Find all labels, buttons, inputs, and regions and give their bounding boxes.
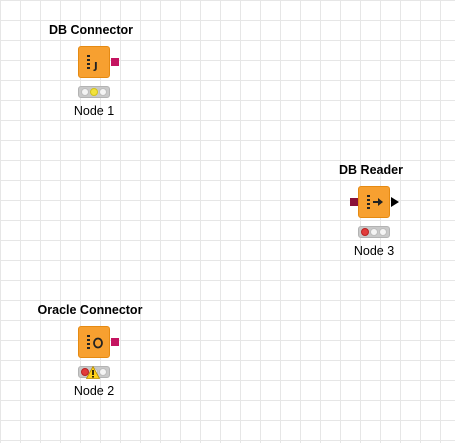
oracle-connector-icon[interactable] — [78, 326, 110, 358]
status-light-red — [361, 228, 369, 236]
node-label[interactable]: Node 1 — [73, 104, 115, 118]
status-light-green — [99, 88, 107, 96]
status-light-green — [379, 228, 387, 236]
db-output-port[interactable] — [111, 338, 119, 346]
status-traffic-light — [358, 226, 390, 238]
db-reader-icon[interactable] — [358, 186, 390, 218]
status-light-green — [99, 368, 107, 376]
status-light-red — [81, 88, 89, 96]
db-output-port[interactable] — [111, 58, 119, 66]
status-light-yellow — [370, 228, 378, 236]
status-light-yellow — [90, 88, 98, 96]
warning-icon[interactable] — [86, 366, 100, 379]
db-input-port[interactable] — [350, 198, 358, 206]
svg-text:J: J — [93, 61, 98, 72]
table-output-port[interactable] — [391, 197, 399, 207]
status-traffic-light — [78, 86, 110, 98]
status-light-red — [81, 368, 89, 376]
node-title: DB Reader — [339, 163, 403, 177]
db-connector-icon[interactable]: J — [78, 46, 110, 78]
node-label[interactable]: Node 2 — [73, 384, 115, 398]
node-title: Oracle Connector — [37, 303, 143, 317]
node-label[interactable]: Node 3 — [353, 244, 395, 258]
node-title: DB Connector — [48, 23, 134, 37]
